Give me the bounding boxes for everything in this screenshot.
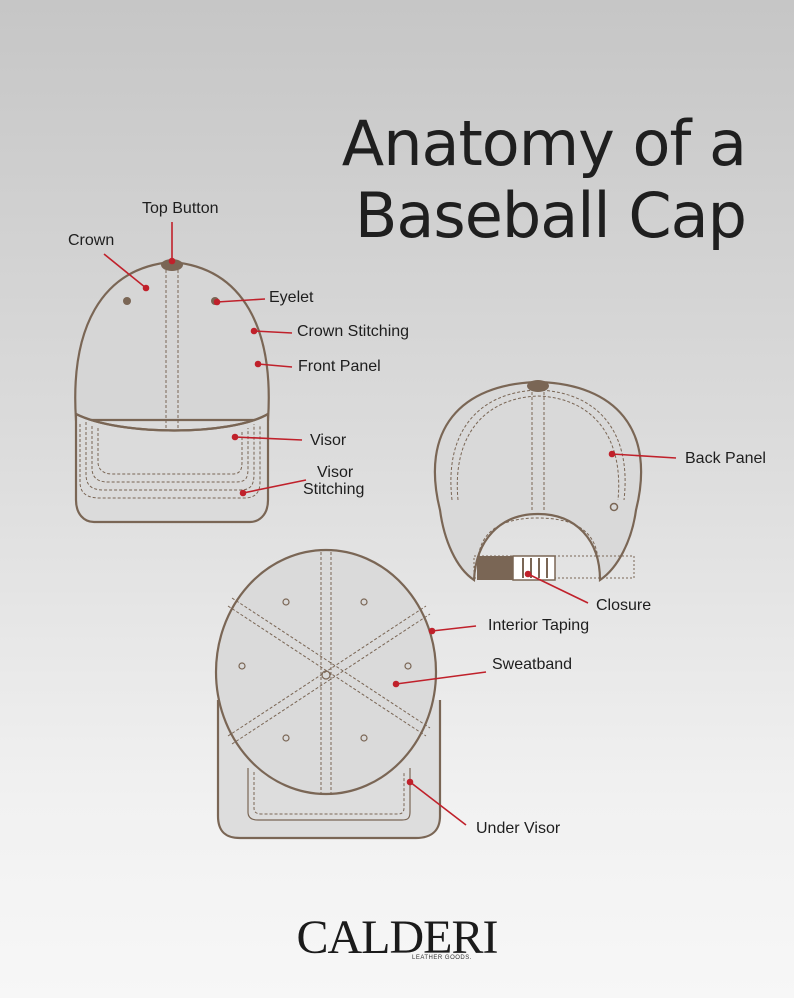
label-back-panel: Back Panel [685, 450, 766, 467]
label-visor-stitching-line2: Stitching [303, 481, 365, 498]
label-under-visor: Under Visor [476, 820, 561, 837]
front-top-button [161, 259, 183, 271]
label-pointers [103, 222, 677, 826]
back-eyelet [609, 502, 619, 512]
label-crown-stitching: Crown Stitching [297, 323, 410, 340]
cap-back-view [433, 380, 643, 583]
cap-under-view [214, 548, 442, 840]
brand-logo: CALDERI [0, 914, 794, 962]
label-eyelet: Eyelet [269, 289, 314, 306]
brand-tagline: LEATHER GOODS. [412, 955, 472, 961]
label-top-button: Top Button [142, 200, 219, 217]
back-closure-buckle [477, 555, 556, 581]
title-line-1: Anatomy of a [341, 107, 747, 180]
label-crown: Crown [68, 232, 115, 249]
brand-name: CALDERI [296, 911, 499, 964]
under-eyelets [238, 598, 412, 742]
label-visor: Visor [310, 432, 347, 449]
label-interior-taping: Interior Taping [488, 617, 590, 634]
back-top-button [527, 380, 549, 392]
label-visor-stitching-line1: Visor [317, 464, 354, 481]
back-crown-outline [433, 380, 643, 583]
front-crown-outline [74, 260, 270, 422]
label-sweatband: Sweatband [492, 656, 573, 673]
title-line-2: Baseball Cap [354, 179, 747, 252]
front-eyelet-left [123, 297, 131, 305]
label-closure: Closure [596, 597, 652, 614]
diagram-title: Anatomy of a Baseball Cap [226, 107, 747, 252]
label-front-panel: Front Panel [298, 358, 381, 375]
